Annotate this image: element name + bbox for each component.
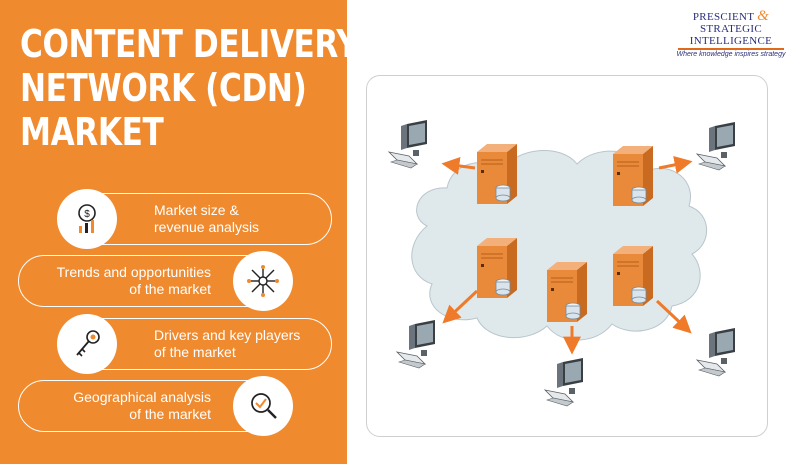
server bbox=[612, 245, 654, 307]
server bbox=[476, 143, 518, 205]
server bbox=[476, 237, 518, 299]
page-title: CONTENT DELIVERY NETWORK (CDN) MARKET bbox=[20, 22, 359, 154]
client-computer bbox=[396, 319, 436, 369]
arrow bbox=[441, 156, 476, 175]
cdn-network-illustration bbox=[388, 119, 736, 407]
arrow bbox=[442, 289, 479, 324]
network-people-icon bbox=[233, 251, 293, 311]
client-computer bbox=[388, 119, 428, 169]
item-label: Market size &revenue analysis bbox=[154, 202, 260, 235]
server bbox=[546, 261, 588, 323]
item-market-size: $ Market size &revenue analysis bbox=[57, 189, 332, 249]
magnifier-check-icon bbox=[233, 376, 293, 436]
left-panel: CONTENT DELIVERY NETWORK (CDN) MARKET $ … bbox=[0, 0, 359, 464]
brand-logo: PRESCIENT & STRATEGIC INTELLIGENCE Where… bbox=[676, 8, 786, 59]
arrow bbox=[658, 155, 693, 174]
server bbox=[612, 145, 654, 207]
client-computer bbox=[544, 357, 584, 407]
svg-text:$: $ bbox=[84, 209, 90, 220]
key-icon bbox=[57, 314, 117, 374]
client-computer bbox=[696, 121, 736, 171]
arrow bbox=[655, 299, 692, 334]
cdn-diagram bbox=[366, 75, 768, 437]
dollar-chart-icon: $ bbox=[57, 189, 117, 249]
client-computer bbox=[696, 327, 736, 377]
